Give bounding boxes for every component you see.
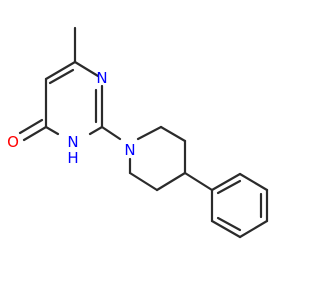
bond-npip-c2a [136, 125, 163, 141]
bond-ph2-ph3 [238, 172, 269, 192]
bond-c5a-c6a [128, 171, 159, 192]
bond-ph4-ph5 [238, 219, 269, 239]
bond-c4-o [22, 125, 48, 142]
bond-c4-n3 [44, 125, 60, 136]
bond-c4a-ph1 [183, 171, 214, 192]
bond-ph5-ph6 [210, 219, 242, 239]
atom-hydrogen-n3: H [67, 149, 78, 167]
atom-nitrogen-n3: N [67, 133, 78, 151]
bond-c6-c5-double [48, 68, 75, 85]
bond-ph-inner-1 [216, 179, 242, 195]
bond-c4a-c5a [155, 171, 187, 192]
bond-ph1-ph2 [210, 172, 242, 192]
bond-c6-c5 [44, 60, 77, 81]
bond-c2-npip [100, 125, 122, 141]
atom-nitrogen-piperidine: N [124, 141, 135, 159]
bond-c2a-c3a [159, 125, 187, 143]
bond-ph-inner-3 [216, 216, 242, 232]
bond-n3-c2 [88, 125, 104, 136]
atom-nitrogen-n1: N [96, 69, 107, 87]
bond-c6-n1 [73, 60, 100, 78]
bond-c4-o-double [18, 118, 44, 135]
molecule-structure-diagram: O N H N N [7, 26, 269, 239]
atom-oxygen: O [7, 133, 19, 151]
